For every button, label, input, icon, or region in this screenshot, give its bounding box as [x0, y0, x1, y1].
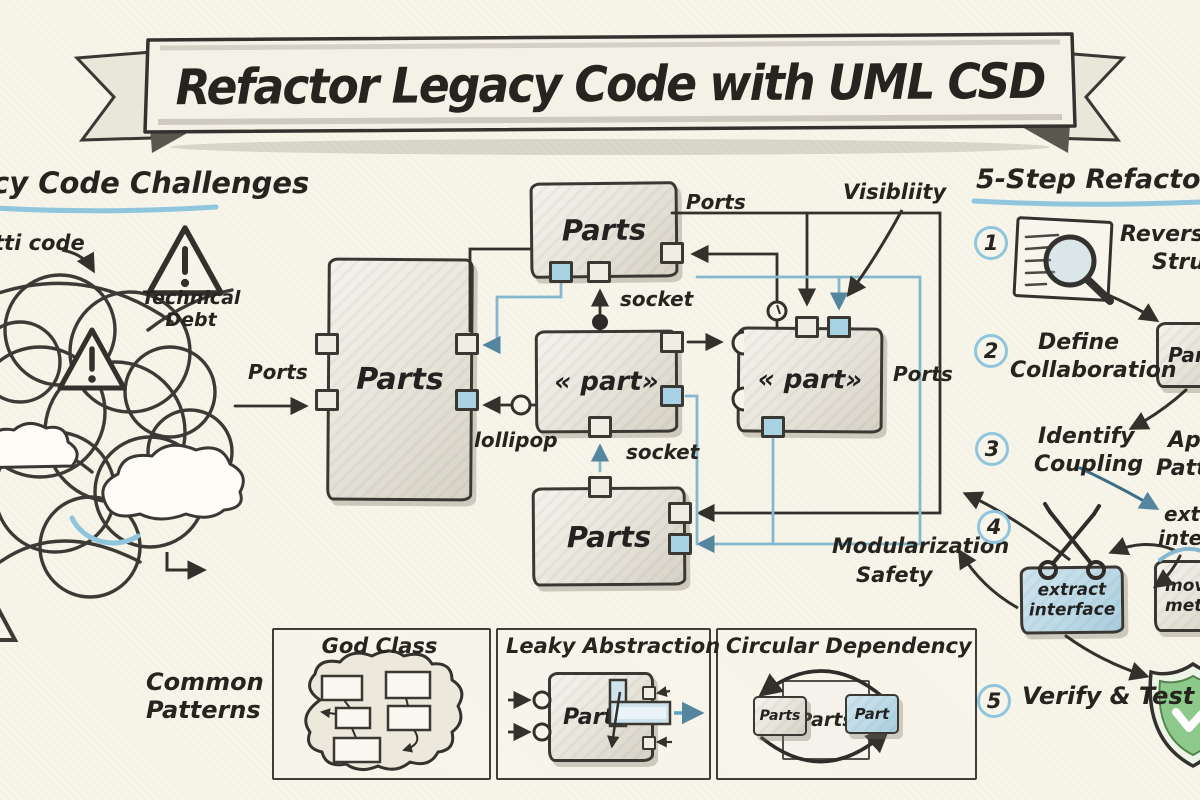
right-heading-underline — [971, 198, 1200, 207]
extract-box-line1: extract — [1037, 579, 1107, 601]
port-square — [795, 316, 819, 338]
port-square — [660, 242, 684, 264]
technical-debt-label: Technical Debt — [138, 287, 244, 332]
port-square — [668, 533, 692, 555]
step-3-label-line1: Identify — [1038, 424, 1135, 449]
uml-right-part-box: « part» — [736, 326, 884, 434]
step-2-label-line2: Collaboration — [1010, 358, 1177, 383]
extract-box-line2: interface — [1028, 599, 1116, 621]
step-2-number: 2 — [974, 334, 1008, 368]
port-square — [587, 261, 611, 283]
circular-dependency-title: Circular Dependency — [726, 634, 972, 658]
technical-debt-line1: Technical — [141, 287, 241, 309]
step-2-digit: 2 — [983, 339, 999, 363]
side-parts-box: Par — [1156, 322, 1200, 388]
technical-debt-line2: Debt — [165, 308, 217, 331]
port-square — [588, 416, 612, 438]
port-square — [642, 686, 656, 700]
uml-bottom-parts-label: Parts — [566, 519, 652, 554]
leaky-parts-label: Parts — [563, 704, 628, 730]
socket-label-bottom: socket — [626, 440, 700, 464]
socket-label-top: socket — [620, 287, 694, 311]
lollipop-top-interface — [766, 300, 788, 328]
lollipop-interface — [510, 394, 532, 416]
extract-note-line1: extra — [1164, 502, 1200, 526]
step-4-number: 4 — [977, 510, 1011, 544]
move-method-arc — [1158, 547, 1200, 562]
uml-bottom-parts-box: Parts — [531, 486, 687, 587]
common-patterns-label-line2: Patterns — [146, 696, 261, 724]
spaghetti-code-label: tti code — [0, 231, 85, 255]
step-1-digit: 1 — [983, 231, 999, 255]
step-3-label-line2: Coupling — [1034, 452, 1144, 477]
banner-title: Refactor Legacy Code with UML CSD — [175, 52, 1045, 116]
extract-interface-box: extract interface — [1019, 565, 1125, 635]
step-5-number: 5 — [977, 684, 1011, 718]
uml-top-parts-label: Parts — [561, 212, 647, 248]
circular-right-label: Part — [854, 705, 890, 723]
warning-triangle-icon-2 — [57, 327, 127, 391]
uml-right-part-label: « part» — [757, 364, 863, 396]
step-4-digit: 4 — [986, 515, 1002, 539]
port-square — [660, 385, 684, 407]
ports-label-top: Ports — [686, 190, 746, 214]
tangle-exit-arrow — [165, 552, 207, 580]
step-1-label-line2: Stru — [1152, 250, 1200, 275]
visibility-label: Visibliity — [843, 180, 947, 204]
left-heading-underline — [0, 204, 219, 214]
ports-label-left: Ports — [248, 360, 308, 384]
left-section-heading: cy Code Challenges — [0, 166, 310, 200]
lollipop-label: lollipop — [474, 428, 558, 452]
ball-socket-connector — [592, 314, 608, 331]
apply-pattern-line1: App — [1168, 428, 1200, 453]
move-box-line2: meth — [1165, 596, 1200, 616]
port-square — [315, 333, 339, 355]
extract-note-line2: interf — [1158, 526, 1200, 550]
warning-triangle-icon — [146, 225, 224, 296]
step-3-digit: 3 — [984, 437, 1000, 461]
ports-label-right: Ports — [893, 362, 953, 386]
blue-arc-accent — [69, 515, 141, 546]
port-square — [660, 331, 684, 353]
circular-left-label: Parts — [759, 708, 801, 724]
uml-left-parts-label: Parts — [356, 361, 444, 398]
safety-label: Safety — [856, 563, 933, 587]
modularization-arrow-2 — [957, 548, 1019, 610]
port-square — [827, 316, 851, 338]
step-5-label: Verify & Test — [1022, 682, 1195, 710]
circular-right-box: Part — [845, 694, 899, 734]
move-method-box: mov meth — [1154, 560, 1200, 632]
step-3-number: 3 — [975, 432, 1009, 466]
steps-heading: 5-Step Refactoring — [976, 164, 1200, 195]
port-square — [642, 736, 656, 750]
circular-center-label: Parts — [798, 709, 854, 731]
visibility-arrow — [846, 209, 904, 298]
port-square — [668, 502, 692, 524]
uml-middle-part-label: « part» — [554, 366, 659, 397]
apply-pattern-line2: Patte — [1156, 456, 1200, 481]
side-parts-label: Par — [1168, 343, 1200, 367]
leaky-parts-box: Parts — [548, 672, 654, 762]
step-2-label-line1: Define — [1038, 330, 1120, 355]
common-patterns-label-line1: Common — [146, 668, 264, 696]
port-square — [315, 389, 339, 411]
step-1-label-line1: Reverse — [1120, 222, 1200, 247]
uml-left-parts-box: Parts — [326, 257, 474, 502]
magnifier-document-icon — [1012, 216, 1114, 305]
god-class-title: God Class — [321, 634, 438, 658]
port-square — [588, 476, 612, 498]
circular-left-box: Parts — [753, 696, 807, 736]
port-square — [549, 261, 573, 283]
port-square — [761, 416, 785, 438]
port-square — [455, 389, 479, 411]
cloud-shapes — [0, 422, 245, 521]
step-5-digit: 5 — [986, 689, 1002, 713]
shield-check-icon — [1148, 661, 1200, 768]
move-box-line1: mov — [1165, 576, 1200, 596]
leaky-abstraction-title: Leaky Abstraction — [506, 634, 721, 658]
step-1-number: 1 — [974, 226, 1008, 260]
port-square — [455, 333, 479, 355]
